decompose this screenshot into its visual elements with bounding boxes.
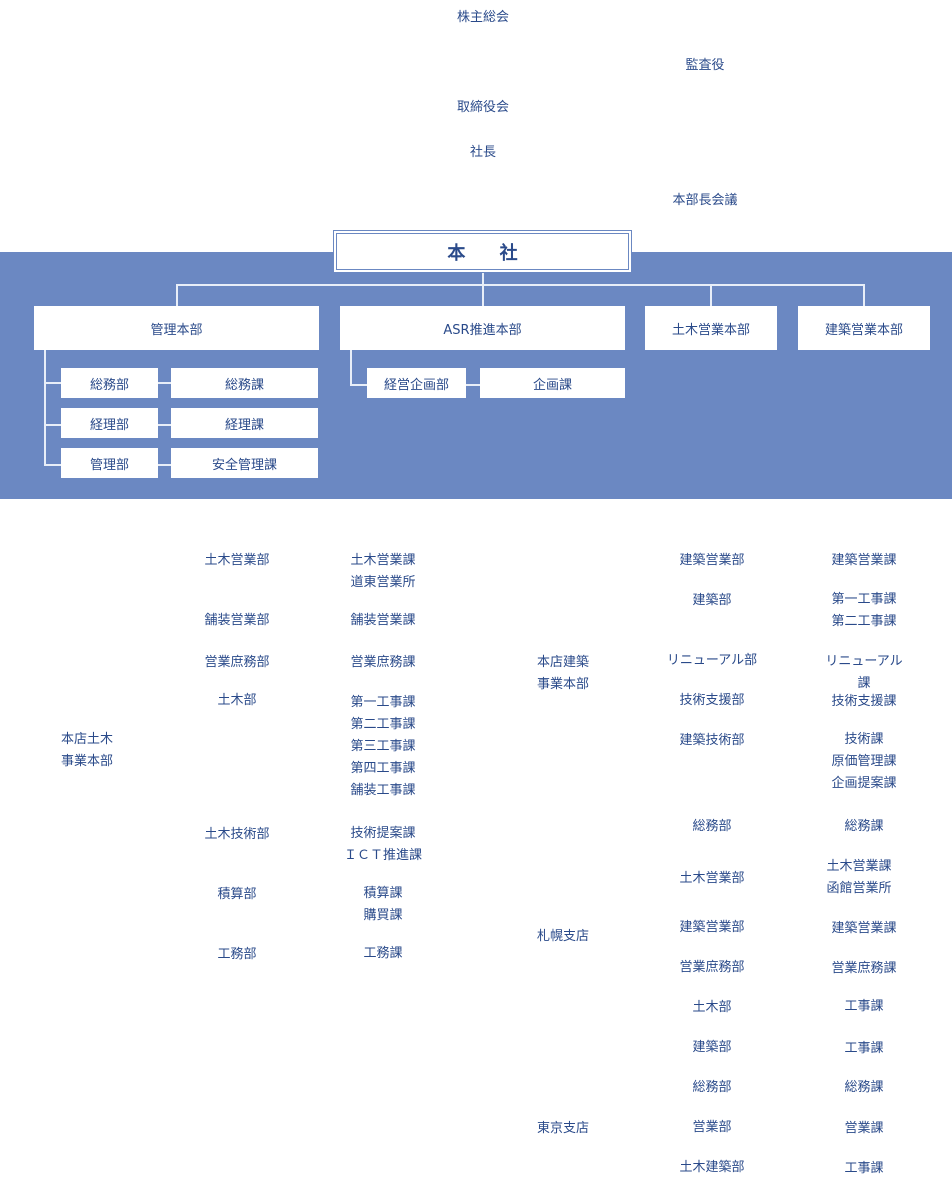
section-label: 総務課 bbox=[844, 1080, 884, 1095]
section-label: 技術提案課 ＩＣＴ推進課 bbox=[343, 826, 423, 863]
dept-label: 土木技術部 bbox=[204, 827, 270, 842]
section-label: 工事課 bbox=[844, 1041, 884, 1056]
admin-link-1 bbox=[158, 382, 171, 384]
dept-label: 技術支援部 bbox=[679, 693, 745, 708]
dept-label: 総務部 bbox=[692, 819, 732, 834]
dept-label: 建築部 bbox=[692, 593, 732, 608]
section-label: 建築営業課 bbox=[831, 921, 897, 936]
arch-sales-division-box: 建築営業本部 bbox=[798, 306, 930, 350]
tokyo-branch-label: 東京支店 bbox=[536, 1121, 590, 1136]
section-label: 第一工事課 第二工事課 bbox=[831, 592, 897, 629]
section-label: 工事課 bbox=[844, 1161, 884, 1176]
dept-label: 土木営業部 bbox=[679, 871, 745, 886]
dept-box: 総務部 bbox=[61, 368, 158, 398]
connector-arch-sales bbox=[863, 284, 865, 306]
arch-hq-label: 本店建築 事業本部 bbox=[536, 655, 590, 692]
section-label: 営業庶務課 bbox=[350, 655, 416, 670]
section-box: 安全管理課 bbox=[171, 448, 318, 478]
connector-civil-sales bbox=[710, 284, 712, 306]
dept-label: 土木営業部 bbox=[204, 553, 270, 568]
admin-branch-3 bbox=[44, 464, 61, 466]
dept-label: リニューアル部 bbox=[666, 653, 758, 668]
auditor: 監査役 bbox=[685, 58, 725, 73]
dept-label: 営業部 bbox=[692, 1120, 732, 1135]
asr-division-box: ASR推進本部 bbox=[340, 306, 625, 350]
section-box: 企画課 bbox=[480, 368, 625, 398]
section-label: 総務課 bbox=[844, 819, 884, 834]
admin-link-2 bbox=[158, 424, 171, 426]
sapporo-branch-label: 札幌支店 bbox=[536, 929, 590, 944]
section-label: 積算課 購買課 bbox=[363, 886, 403, 923]
section-label: 工事課 bbox=[844, 999, 884, 1014]
asr-link bbox=[466, 384, 480, 386]
headquarters-title: 本 社 bbox=[447, 242, 532, 264]
admin-vertical-connector bbox=[44, 350, 46, 466]
section-label: 工務課 bbox=[363, 946, 403, 961]
section-label: 営業課 bbox=[844, 1121, 884, 1136]
connector-admin bbox=[176, 284, 178, 306]
section-label: 営業庶務課 bbox=[831, 961, 897, 976]
dept-box: 管理部 bbox=[61, 448, 158, 478]
dept-label: 建築技術部 bbox=[679, 733, 745, 748]
board-of-directors: 取締役会 bbox=[456, 100, 510, 115]
section-label: 土木営業課 道東営業所 bbox=[350, 553, 416, 590]
dept-label: 土木建築部 bbox=[679, 1160, 745, 1175]
admin-link-3 bbox=[158, 464, 171, 466]
division-heads-meeting: 本部長会議 bbox=[672, 193, 738, 208]
dept-label: 営業庶務部 bbox=[204, 655, 270, 670]
asr-vertical-connector bbox=[350, 350, 352, 386]
admin-branch-2 bbox=[44, 424, 61, 426]
dept-label: 土木部 bbox=[217, 693, 257, 708]
civil-sales-division-box: 土木営業本部 bbox=[645, 306, 777, 350]
admin-division-box: 管理本部 bbox=[34, 306, 319, 350]
dept-label: 工務部 bbox=[217, 947, 257, 962]
division-connector bbox=[176, 284, 865, 286]
dept-label: 総務部 bbox=[692, 1080, 732, 1095]
dept-label: 建築部 bbox=[692, 1040, 732, 1055]
dept-label: 建築営業部 bbox=[679, 920, 745, 935]
section-label: 舗装営業課 bbox=[350, 613, 416, 628]
dept-label: 営業庶務部 bbox=[679, 960, 745, 975]
president: 社長 bbox=[469, 145, 497, 160]
asr-branch bbox=[350, 384, 367, 386]
dept-label: 建築営業部 bbox=[679, 553, 745, 568]
section-box: 経理課 bbox=[171, 408, 318, 438]
dept-box: 経営企画部 bbox=[367, 368, 466, 398]
connector-hq-down bbox=[482, 272, 484, 306]
section-box: 総務課 bbox=[171, 368, 318, 398]
section-label: リニューアル課 bbox=[825, 654, 903, 691]
headquarters-box: 本 社 bbox=[333, 230, 632, 273]
section-label: 技術支援課 bbox=[831, 694, 897, 709]
section-label: 第一工事課 第二工事課 第三工事課 第四工事課 舗装工事課 bbox=[350, 695, 416, 798]
dept-label: 積算部 bbox=[217, 887, 257, 902]
section-label: 土木営業課 函館営業所 bbox=[826, 859, 892, 896]
dept-label: 土木部 bbox=[692, 1000, 732, 1015]
admin-branch-1 bbox=[44, 382, 61, 384]
section-label: 技術課 原価管理課 企画提案課 bbox=[831, 732, 897, 791]
dept-label: 舗装営業部 bbox=[204, 613, 270, 628]
shareholders-meeting: 株主総会 bbox=[456, 10, 510, 25]
civil-hq-label: 本店土木 事業本部 bbox=[60, 732, 114, 769]
headquarters-band bbox=[0, 252, 952, 499]
section-label: 建築営業課 bbox=[831, 553, 897, 568]
dept-box: 経理部 bbox=[61, 408, 158, 438]
